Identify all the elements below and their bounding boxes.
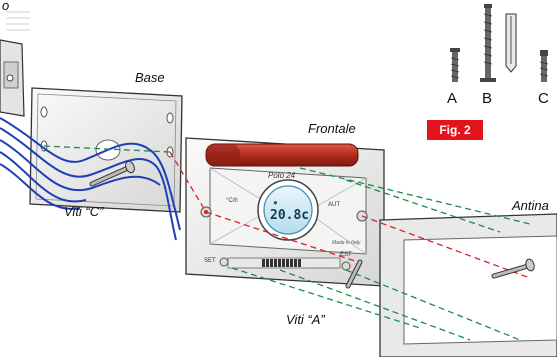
viti-a-label: Viti “A” (286, 312, 325, 327)
legend-screw-c (539, 50, 549, 82)
alignment-lines-green (43, 145, 531, 341)
legend-screw-a (450, 48, 460, 82)
key-est: EST (340, 252, 352, 258)
screw-antina (491, 258, 535, 279)
figure-label: Fig. 2 (427, 120, 483, 140)
legend-letter-c: C (538, 90, 549, 107)
legend-letter-a: A (447, 90, 458, 107)
dip-switch-row (227, 257, 341, 269)
base-label: Base (135, 70, 165, 85)
screw-c (89, 160, 135, 187)
key-set: SET (204, 258, 216, 264)
viti-c-label: Viti “C” (64, 204, 104, 219)
front-panel (185, 137, 385, 287)
device-brand: Polo 24 (268, 171, 296, 180)
frontale-label: Frontale (308, 121, 356, 136)
legend-screw-b (480, 4, 496, 82)
antina-label: Antina (512, 198, 549, 213)
wall-box-partial (0, 11, 30, 117)
made-in-label: Made in Italy (332, 240, 361, 246)
top-left-fragment-label: o (2, 0, 10, 13)
water-drop-icon: ● (273, 198, 278, 207)
lcd-display-value: 20.8c (270, 208, 310, 223)
screw-a (345, 259, 363, 289)
legend-wall-plug (505, 13, 517, 73)
key-celsius-hour: °C/h (226, 198, 238, 204)
alignment-lines-red (169, 151, 531, 279)
wires (0, 117, 181, 241)
legend-letter-b: B (482, 90, 493, 107)
antina-door (379, 213, 557, 358)
legend-screws (450, 4, 549, 82)
key-aut: AUT (328, 202, 340, 208)
